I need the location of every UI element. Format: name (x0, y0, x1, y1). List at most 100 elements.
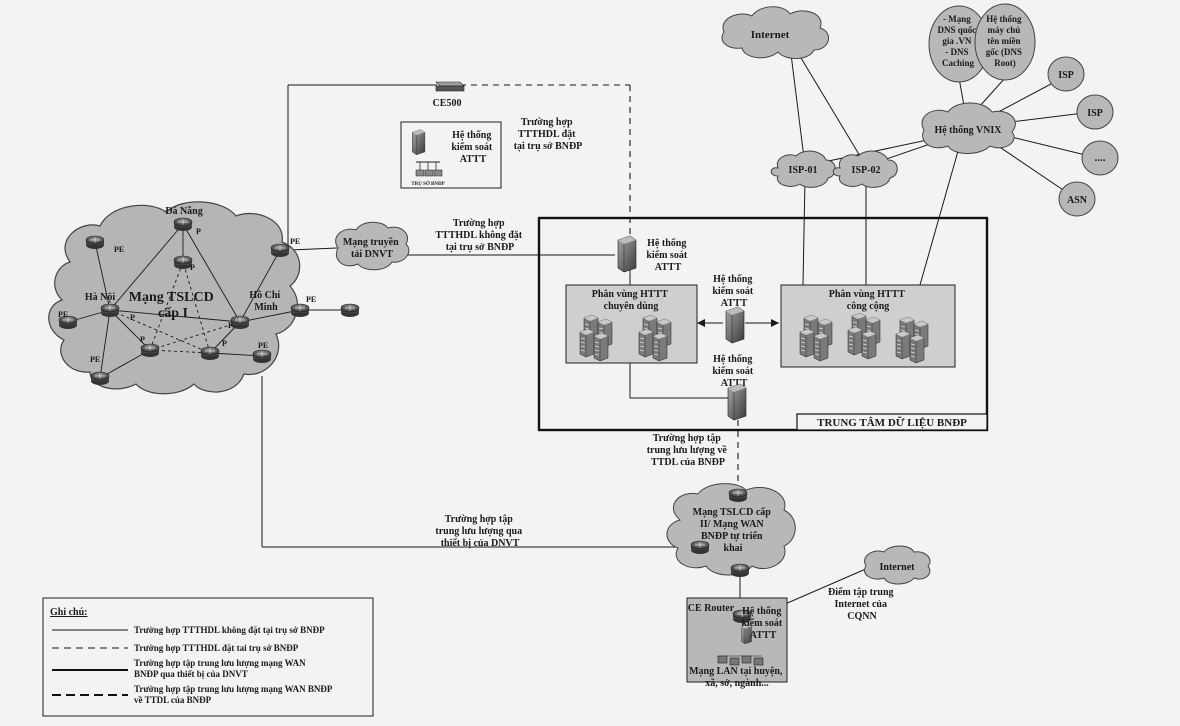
svg-text:ISP-02: ISP-02 (852, 165, 881, 176)
p-label: P (140, 335, 145, 344)
firewall-icon (411, 129, 426, 156)
lan-computers (717, 655, 764, 666)
router-icon (340, 303, 360, 318)
annotation-dat-tai-tru-so: Trường hợp TTTHDL đặt tại trụ sở BNĐP (514, 117, 583, 152)
pe-label: PE (290, 237, 300, 246)
cloud-internet-top: Internet (721, 6, 829, 59)
firewall-icon (727, 383, 747, 421)
cloud-dns-quocgia: - Mạng DNS quốc gia .VN - DNS Caching (928, 5, 990, 83)
svg-text:Mạng LAN tại huyện, xã,: Mạng LAN tại huyện, xã, sở, ngành... (689, 666, 785, 689)
server-rack-icon (800, 315, 832, 361)
lan-label-2: xã, sở, ngành... (705, 678, 769, 689)
legend-item-4: Trường hợp tập trung lưu lượng mạng WAN … (134, 684, 334, 705)
computer-icon (415, 169, 425, 177)
router-icon (230, 315, 250, 330)
annotation-tap-trung-dnvt: Trường hợp tập trung lưu lượng qua thiết… (435, 514, 524, 549)
svg-text:ISP-01: ISP-01 (789, 165, 818, 176)
svg-text:Mạng TSLCD cấp II/ Mạng: Mạng TSLCD cấp II/ Mạng WAN BNĐP tự triể… (693, 507, 774, 554)
isp-node-1: ISP (1047, 56, 1085, 92)
danang-label: Đà Nẵng (165, 206, 203, 217)
svg-text:Hệ thống kiểm soát: Hệ thống kiểm soát ATTT (712, 274, 755, 309)
annotation-diem-tap-trung: Điểm tập trung Internet của CQNN (828, 587, 896, 622)
lan-label-1: Mạng LAN tại huyện, (689, 666, 783, 677)
tslcd-labels: Đà Nẵng Hà Nội Hồ Chí Minh PE PE PE PE P… (58, 206, 316, 364)
svg-text:Phân vùng HTTT chuyên dù: Phân vùng HTTT chuyên dùng (592, 289, 670, 312)
arrowheads (697, 319, 779, 327)
svg-text:Hệ thống kiểm soát: Hệ thống kiểm soát ATTT (741, 606, 784, 641)
router-icon (140, 343, 160, 358)
svg-text:ISP: ISP (1087, 108, 1103, 119)
svg-text:Internet: Internet (880, 562, 916, 573)
server-rack-icon (848, 313, 880, 359)
router-icon (173, 217, 193, 232)
server-rack-icon (639, 315, 671, 361)
data-center-title: TRUNG TÂM DỮ LIỆU BNĐP (817, 416, 967, 429)
hcm-label: Hồ Chí Minh (249, 290, 282, 313)
tslcd-mesh (67, 223, 350, 379)
router-icon (85, 235, 105, 250)
router-icon (690, 540, 710, 555)
svg-text:Hệ thống kiểm soát: Hệ thống kiểm soát ATTT (712, 354, 755, 389)
ce500-label: CE500 (433, 98, 462, 109)
cloud-dns-root: Hệ thống máy chủ tên miền gốc (DNS Root) (974, 3, 1036, 81)
asn-node: ASN (1058, 181, 1096, 217)
router-icon (290, 303, 310, 318)
legend-item-1: Trường hợp TTTHDL không đặt tại trụ sở B… (134, 625, 325, 635)
firewall-icon (617, 235, 637, 273)
tslcd1-label-2: cấp I (158, 306, 188, 321)
cloud-isp02: ISP-02 (832, 150, 898, 188)
svg-text:Hệ thống VNIX: Hệ thống VNIX (934, 125, 1002, 136)
firewall-icon (725, 306, 745, 344)
partition-cong-cong: Phân vùng HTTT công cộng (780, 284, 956, 368)
svg-text:Mạng truyền tải DNVT: Mạng truyền tải DNVT (343, 237, 401, 260)
ce-router-box: CE Router Hệ thống kiểm soát ATTT Mạng L… (686, 597, 788, 689)
data-center-box: TRUNG TÂM DỮ LIỆU BNĐP (537, 216, 989, 432)
tslcd-dashed-mesh (109, 261, 241, 354)
svg-text:ISP: ISP (1058, 70, 1074, 81)
annotations: Trường hợp TTTHDL đặt tại trụ sở BNĐP Tr… (435, 117, 896, 622)
p-label: P (228, 321, 233, 330)
svg-text:- Mạng DNS quốc gi: - Mạng DNS quốc gia .VN - DNS Caching (937, 14, 978, 68)
computer-icon (433, 169, 443, 177)
svg-text:Hệ thống kiểm soát: Hệ thống kiểm soát ATTT (451, 130, 494, 165)
computer-icon (424, 169, 434, 177)
firewall-bottom: Hệ thống kiểm soát ATTT (712, 354, 755, 421)
tru-so-label: TRỤ SỞ BNĐP (411, 181, 444, 187)
cloud-vnix: Hệ thống VNIX (921, 102, 1016, 154)
computer-icon (729, 657, 740, 666)
svg-text:Phân vùng HTTT công cộng: Phân vùng HTTT công cộng (829, 289, 907, 312)
router-icon (252, 349, 272, 364)
cloud-internet-bottom: Internet (864, 545, 931, 585)
computer-icon (741, 655, 752, 664)
pe-label: PE (90, 355, 100, 364)
legend-item-2: Trường hợp TTTHDL đặt tai trụ sở BNĐP (134, 643, 299, 653)
router-icon (200, 346, 220, 361)
pe-label: PE (114, 245, 124, 254)
cloud-mang-truyen-tai: Mạng truyền tải DNVT (335, 221, 410, 271)
server-rack-icon (580, 315, 612, 361)
computer-icon (717, 655, 728, 664)
annotation-khong-dat: Trường hợp TTTHDL không đặt tại trụ sở B… (435, 218, 524, 253)
p-label: P (196, 227, 201, 236)
computer-icon (753, 657, 764, 666)
server-rack-icon (896, 317, 928, 363)
router-icon (270, 243, 290, 258)
router-icon (100, 303, 120, 318)
isp-node-2: ISP (1076, 94, 1114, 130)
pe-label: PE (258, 341, 268, 350)
legend-item-3: Trường hợp tập trung lưu lượng mạng WAN … (134, 658, 308, 679)
legend: Ghi chú: Trường hợp TTTHDL không đặt tại… (42, 597, 374, 717)
svg-text:Hệ thống kiểm soát: Hệ thống kiểm soát ATTT (646, 238, 689, 273)
svg-text:Hệ thống máy chủ t: Hệ thống máy chủ tên miền gốc (DNS Root) (986, 14, 1025, 68)
p-label: P (190, 263, 195, 272)
p-label: P (130, 313, 135, 322)
legend-title: Ghi chú: (50, 607, 88, 618)
pe-label: PE (306, 295, 316, 304)
pe-label: PE (58, 310, 68, 319)
svg-text:....: .... (1095, 152, 1106, 164)
internet-top-label: Internet (751, 29, 790, 41)
dots-node: .... (1081, 140, 1119, 176)
partition-chuyen-dung: Phân vùng HTTT chuyên dùng (565, 284, 698, 364)
dashed-lines (460, 84, 739, 492)
